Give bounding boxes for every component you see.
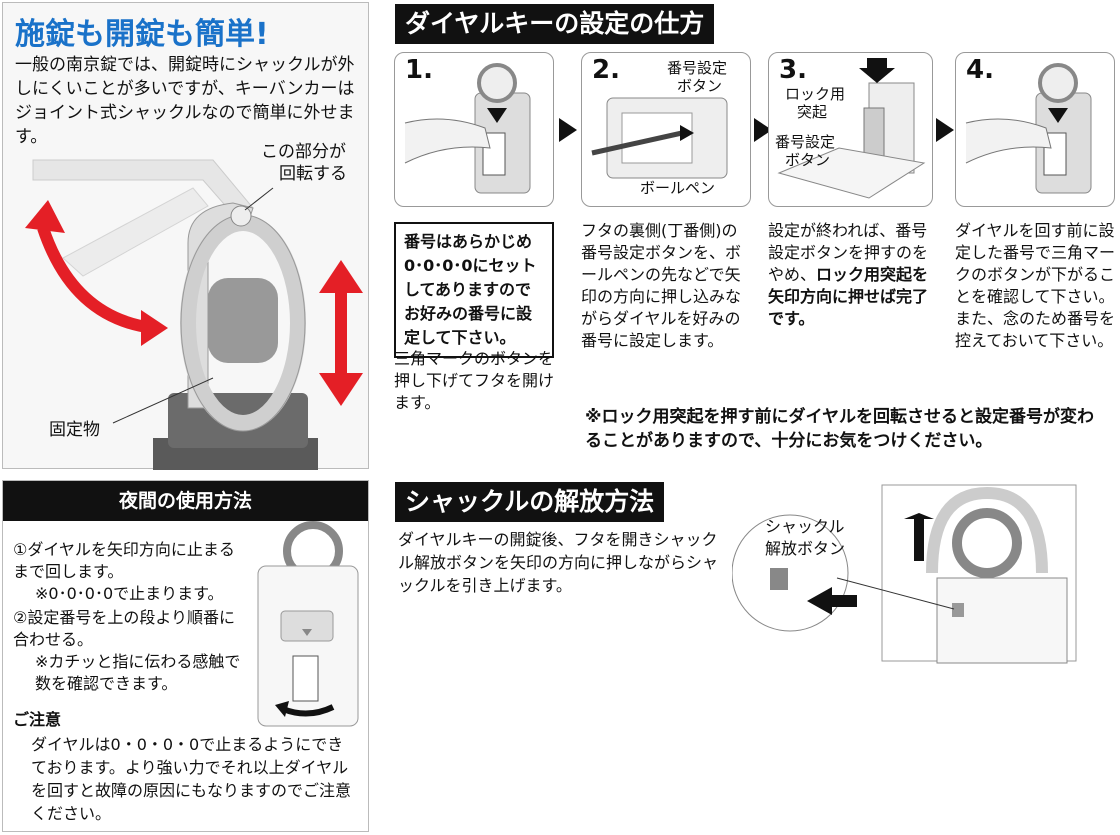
night-use-header <box>3 481 368 521</box>
step-1-boxed-note: 番号はあらかじめ 0･0･0･0にセットしてありますのでお好みの番号に設定して下… <box>394 222 554 358</box>
label-rotate-1: この部分が <box>261 142 346 162</box>
step-1-number: 1. <box>405 55 433 85</box>
night-item-2: ②設定番号を上の段より順番に合わせる。 <box>13 608 236 649</box>
shackle-illustration <box>25 159 363 470</box>
night-item-1: ①ダイヤルを矢印方向に止まるまで回します。 <box>13 540 235 581</box>
step-3-text-a: 設定が終われば、番号設定ボタンを押すのをやめ、 <box>768 221 929 284</box>
intro-title: 施錠も開錠も簡単! <box>15 17 269 52</box>
night-use-title: 夜間の使用方法 <box>118 490 252 512</box>
night-item-2-note: ※カチッと指に伝わる感触で数を確認できます。 <box>35 652 241 693</box>
intro-description: 一般の南京錠では、開錠時にシャックルが外しにくいことが多いですが、キーバンカーは… <box>15 55 355 147</box>
step-2-number: 2. <box>592 55 620 85</box>
step-3-label-button-1: 番号設定 <box>775 133 836 151</box>
step-4-image: 4. <box>955 52 1115 207</box>
shackle-release-label-2: 解放ボタン <box>765 539 846 558</box>
shackle-release-label-1: シャックル <box>765 517 845 536</box>
night-use-panel: 夜間の使用方法 ①ダイヤルを矢印方向に止まるまで回します。 ※0･0･0･0で止… <box>2 480 369 832</box>
step-3-text: 設定が終われば、番号設定ボタンを押すのをやめ、ロック用突起を矢印方向に押せば完了… <box>768 220 938 330</box>
step-3-text-b: ロック用突起を矢印方向に押せば完了です。 <box>768 265 929 328</box>
shackle-release-text: ダイヤルキーの開錠後、フタを開きシャックル解放ボタンを矢印の方向に押しながらシャ… <box>398 530 719 595</box>
caution-title: ご注意 <box>13 710 62 729</box>
step-2-label-button-2: ボタン <box>677 77 723 95</box>
step-2-label-pen: ボールペン <box>640 179 716 197</box>
shackle-release-illustration <box>732 484 1077 664</box>
step-4-number: 4. <box>966 55 994 85</box>
step-3-label-lock-1: ロック用 <box>785 85 846 103</box>
step-2-text: フタの裏側(丁番側)の番号設定ボタンを、ボールペンの先などで矢印の方向に押し込み… <box>581 221 742 350</box>
night-item-1-note: ※0･0･0･0で止まります。 <box>35 584 224 603</box>
step-3-image: 3. ロック用 突起 番号設定 ボタン <box>768 52 933 207</box>
dial-setting-title: ダイヤルキーの設定の仕方 <box>395 4 715 44</box>
step-arrow-1 <box>559 118 577 142</box>
step-3-label-lock-2: 突起 <box>797 103 828 121</box>
step-arrow-2 <box>754 118 772 142</box>
label-fixed-object: 固定物 <box>49 420 100 440</box>
night-lock-illustration <box>257 521 359 727</box>
step-3-label-button-2: ボタン <box>785 151 831 169</box>
caution-text: ダイヤルは0・0・0・0で止まるようにできております。より強い力でそれ以上ダイヤ… <box>31 735 352 823</box>
step-arrow-3 <box>936 118 954 142</box>
step-1-text: 三角マークのボタンを押し下げてフタを開けます。 <box>394 349 555 412</box>
setting-warning: ※ロック用突起を押す前にダイヤルを回転させると設定番号が変わることがありますので… <box>585 407 1095 451</box>
intro-panel: 施錠も開錠も簡単! 一般の南京錠では、開錠時にシャックルが外しにくいことが多いで… <box>2 2 369 470</box>
shackle-release-title: シャックルの解放方法 <box>395 482 665 522</box>
step-4-text: ダイヤルを回す前に設定した番号で三角マークのボタンが下がることを確認して下さい。… <box>955 221 1116 350</box>
step-2-label-button-1: 番号設定 <box>667 59 728 77</box>
step-2-image: 2. 番号設定 ボタン ボールペン <box>581 52 751 207</box>
label-rotate-2: 回転する <box>279 164 347 184</box>
step-3-number: 3. <box>779 55 807 85</box>
step-1-image: 1. <box>394 52 554 207</box>
